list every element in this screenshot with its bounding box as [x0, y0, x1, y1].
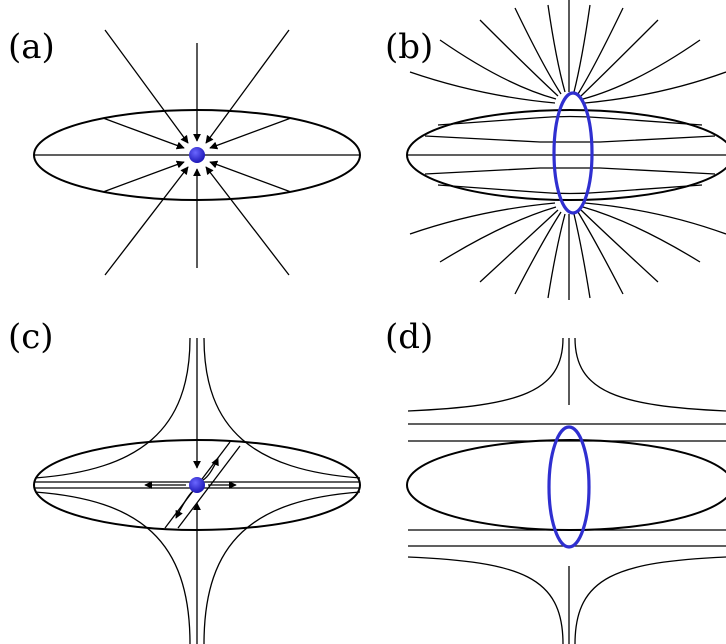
panel-d-current-loop	[547, 425, 591, 549]
panel-a: (a)	[8, 27, 361, 276]
panel-b-label: (b)	[385, 27, 433, 67]
panel-b-disk-ellipse	[406, 109, 726, 201]
panel-c-point-charge	[189, 477, 205, 493]
panel-a-point-charge	[189, 147, 205, 163]
panel-d-disk-ellipse	[406, 439, 726, 531]
panel-b-field-lines	[408, 0, 726, 300]
panel-b-current-loop	[552, 91, 594, 215]
panel-c: (c)	[8, 317, 361, 644]
panel-d: (d)	[385, 317, 726, 644]
panel-a-label: (a)	[8, 27, 55, 67]
panel-d-field-lines	[407, 337, 726, 644]
panel-c-label: (c)	[8, 317, 54, 357]
panel-b: (b)	[385, 0, 726, 300]
panel-d-label: (d)	[385, 317, 433, 357]
